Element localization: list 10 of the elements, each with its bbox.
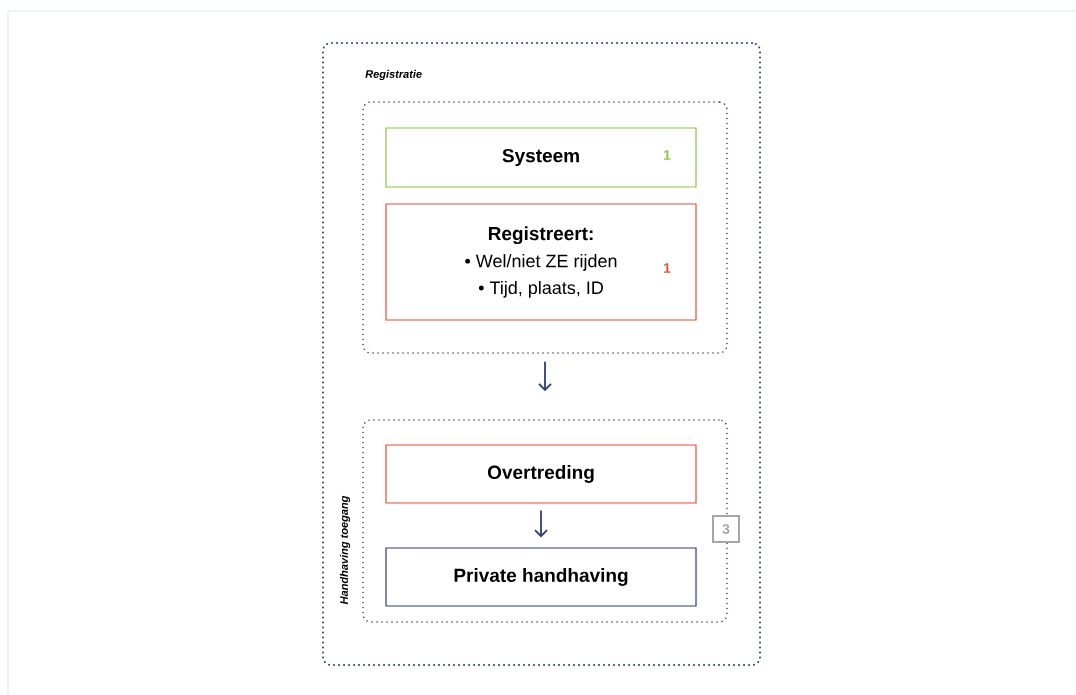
arrow xyxy=(538,360,552,392)
callout-number: 1 xyxy=(664,263,671,273)
callout-number: 1 xyxy=(664,150,671,160)
process-box: Overtreding xyxy=(385,444,697,504)
group-heading: Registratie xyxy=(365,69,422,81)
callout-number: 3 xyxy=(712,515,740,543)
arrow xyxy=(534,509,548,538)
group-heading: Handhaving toegang xyxy=(339,495,351,605)
outer-frame xyxy=(322,42,761,666)
process-box: Private handhaving xyxy=(385,547,697,607)
